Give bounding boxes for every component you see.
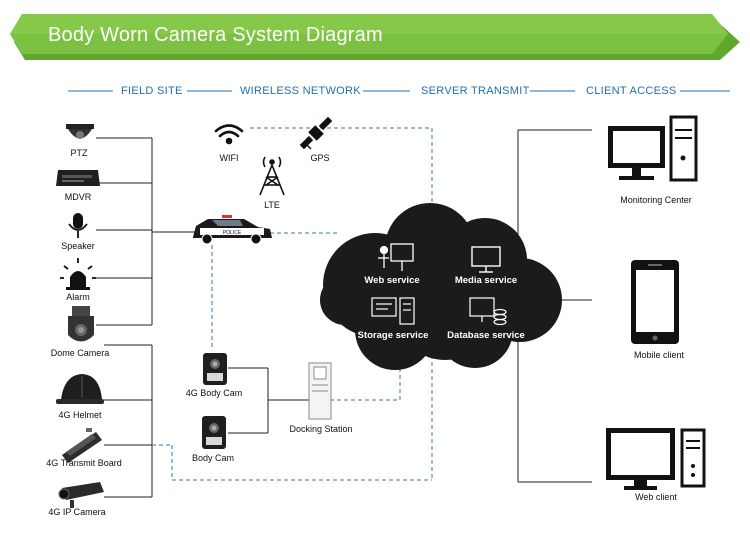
- mdvr-icon: [56, 170, 100, 186]
- body-cam-icon: [202, 416, 226, 449]
- section-field-site: FIELD SITE: [121, 85, 183, 97]
- body-cam-4g-icon: [203, 353, 227, 385]
- label-speaker: Speaker: [61, 241, 95, 251]
- label-lte: LTE: [264, 200, 280, 210]
- label-monitoring-center: Monitoring Center: [620, 195, 692, 205]
- label-storage-service: Storage service: [357, 330, 429, 341]
- section-server-transmit: SERVER TRANSMIT: [421, 85, 530, 97]
- dome-camera-icon: [68, 306, 94, 342]
- label-wifi: WIFI: [219, 153, 239, 163]
- label-4g-ip-camera: 4G IP Camera: [48, 507, 106, 517]
- mobile-client-icon: [631, 260, 679, 344]
- section-wireless-network: WIRELESS NETWORK: [240, 85, 361, 97]
- police-car-icon: POLICE: [193, 215, 272, 245]
- wifi-icon: [214, 124, 244, 145]
- section-client-access: CLIENT ACCESS: [586, 85, 677, 97]
- docking-station-icon: [308, 362, 332, 420]
- media-service-icon: [471, 246, 501, 273]
- alarm-icon: [60, 258, 96, 290]
- speaker-icon: [68, 213, 88, 238]
- label-docking-station: Docking Station: [289, 424, 353, 434]
- storage-service-icon: [371, 297, 415, 325]
- label-web-client: Web client: [635, 492, 677, 502]
- field-connectors: [96, 129, 592, 498]
- helmet-icon: [56, 374, 104, 404]
- label-dome-camera: Dome Camera: [50, 348, 110, 358]
- ip-camera-icon: [58, 482, 104, 508]
- label-mdvr: MDVR: [64, 192, 92, 202]
- label-alarm: Alarm: [66, 292, 90, 302]
- label-media-service: Media service: [454, 275, 518, 286]
- lte-tower-icon: [259, 156, 285, 196]
- label-gps: GPS: [310, 153, 330, 163]
- title-banner: [10, 14, 740, 60]
- ptz-camera-icon: [66, 124, 94, 139]
- monitoring-center-icon: [608, 115, 698, 182]
- label-4g-helmet: 4G Helmet: [58, 410, 102, 420]
- gps-satellite-icon: [299, 116, 333, 150]
- diagram-title: Body Worn Camera System Diagram: [48, 24, 383, 46]
- police-car-text: POLICE: [223, 230, 242, 236]
- web-client-icon: [606, 428, 706, 490]
- web-service-icon: [378, 243, 414, 271]
- database-service-icon: [469, 297, 507, 326]
- label-4g-transmit-board: 4G Transmit Board: [46, 458, 122, 468]
- label-4g-body-cam: 4G Body Cam: [185, 388, 243, 398]
- label-body-cam: Body Cam: [191, 453, 235, 463]
- label-ptz: PTZ: [70, 148, 88, 158]
- label-database-service: Database service: [447, 330, 525, 341]
- label-web-service: Web service: [364, 275, 420, 286]
- wireless-links: [152, 127, 433, 481]
- cloud: [320, 203, 562, 370]
- transmit-board-icon: [62, 428, 102, 463]
- label-mobile-client: Mobile client: [633, 350, 685, 360]
